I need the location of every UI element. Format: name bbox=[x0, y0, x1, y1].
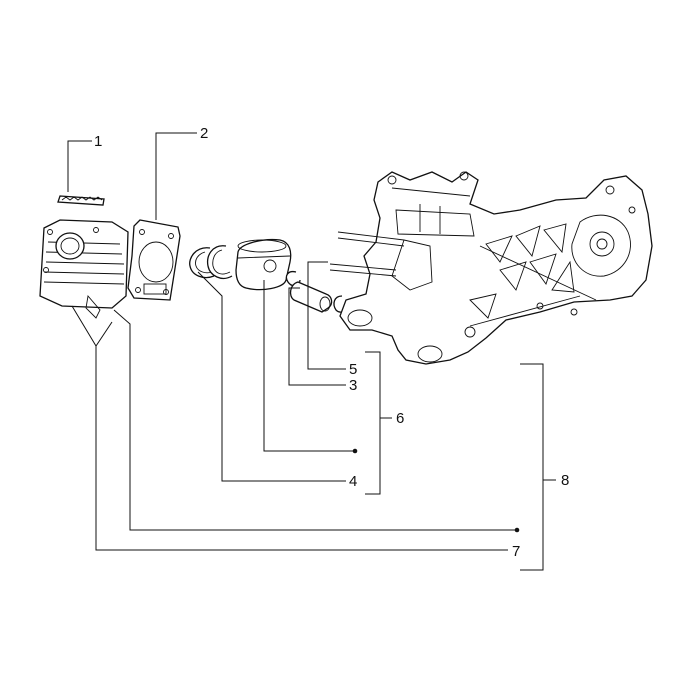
callout-6: 6 bbox=[396, 410, 404, 427]
part-piston bbox=[235, 238, 292, 291]
part-crankcase bbox=[329, 171, 653, 365]
part-piston-rings bbox=[189, 245, 233, 280]
part-head-gasket-strip bbox=[57, 195, 105, 206]
callout-4: 4 bbox=[349, 473, 357, 490]
callout-8: 8 bbox=[561, 472, 569, 489]
callout-1: 1 bbox=[94, 133, 102, 150]
callout-2: 2 bbox=[200, 125, 208, 142]
callout-7: 7 bbox=[512, 543, 520, 560]
part-base-gasket bbox=[127, 219, 181, 301]
leader-lines bbox=[67, 132, 556, 571]
part-cylinder bbox=[39, 219, 129, 319]
callout-5: 5 bbox=[349, 361, 357, 378]
part-piston-pin bbox=[289, 281, 333, 313]
callout-3: 3 bbox=[349, 377, 357, 394]
